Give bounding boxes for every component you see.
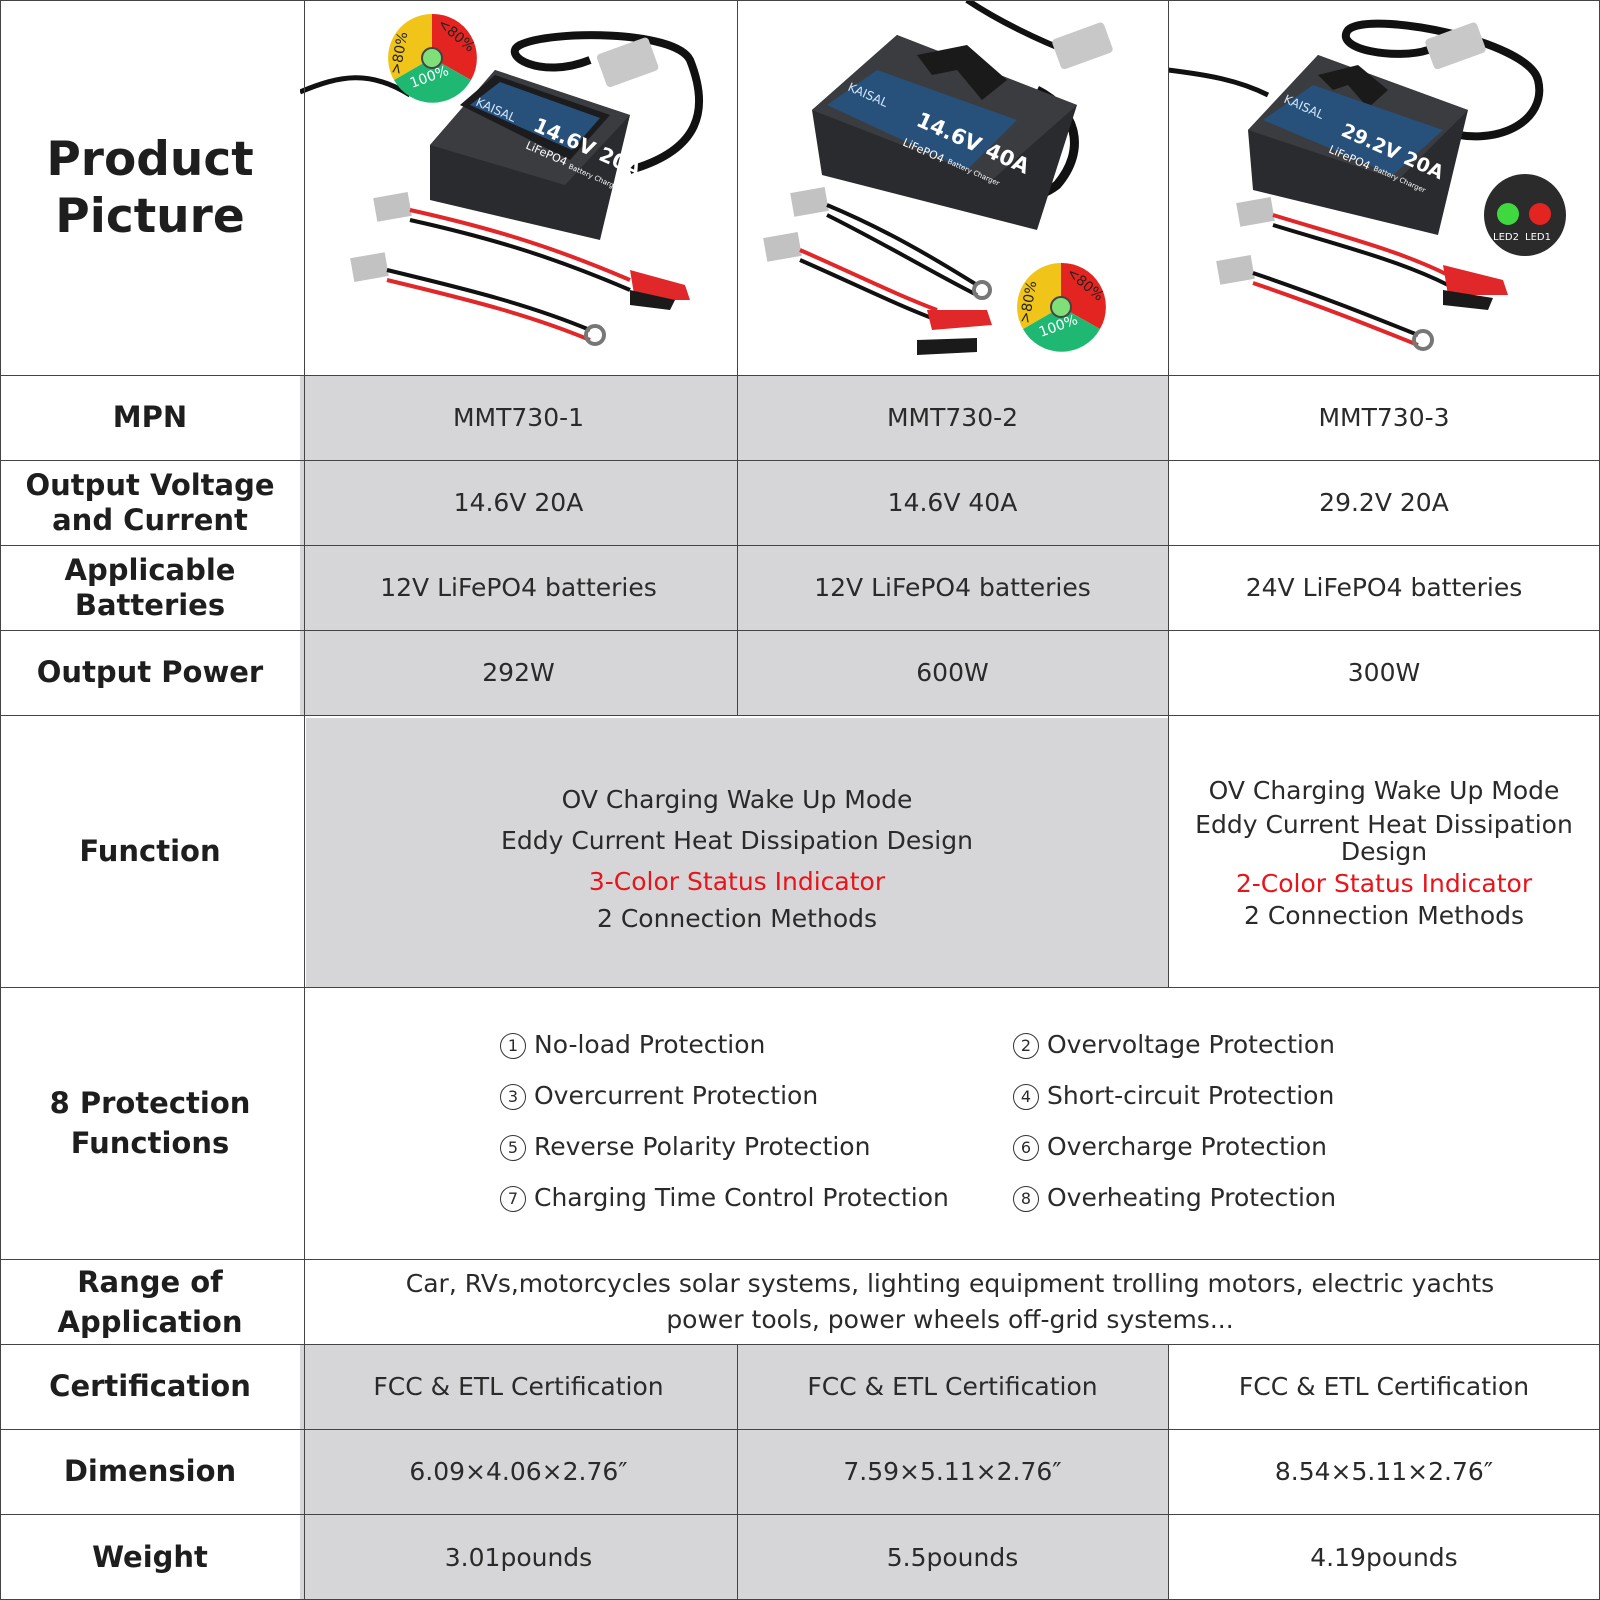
header-line: and Current	[52, 502, 248, 537]
range-line: Car, RVs,motorcycles solar systems, ligh…	[405, 1268, 1495, 1298]
batteries-2: 12V LiFePO4 batteries	[737, 545, 1168, 630]
function-item-highlight: 2-Color Status Indicator	[1235, 868, 1533, 898]
charger-illustration: KAISAL 14.6V 40A LiFePO4 Battery Charger…	[763, 0, 1113, 355]
weight-3: 4.19pounds	[1310, 1542, 1458, 1572]
function-item: 2 Connection Methods	[596, 903, 878, 933]
function-item: 2 Connection Methods	[1243, 900, 1525, 930]
grid-line	[0, 1514, 1600, 1515]
mpn-1: MMT730-1	[300, 375, 737, 460]
function-item: Design	[1340, 836, 1428, 866]
mpn-2: MMT730-2	[737, 375, 1168, 460]
grid-line	[304, 0, 305, 1600]
protection-header: 8 Protection Functions	[0, 987, 300, 1259]
header-line: 8 Protection	[49, 1086, 251, 1120]
grid-line	[0, 0, 1600, 1]
range-line: power tools, power wheels off-grid syste…	[666, 1304, 1234, 1334]
batteries-3: 24V LiFePO4 batteries	[1245, 573, 1523, 602]
power-3: 300W	[1347, 658, 1421, 687]
grid-line	[0, 630, 1600, 631]
grid-line	[0, 545, 1600, 546]
output-voltage-2: 14.6V 40A	[737, 460, 1168, 545]
product-image-3: KAISAL 29.2V 20A LiFePO4 Battery Charger…	[1168, 0, 1600, 375]
charger-illustration: KAISAL 14.6V 20A LiFePO4 Battery Charger…	[300, 13, 704, 346]
header-line: Picture	[55, 188, 245, 244]
grid-line	[1168, 1344, 1169, 1600]
grid-line	[0, 1259, 1600, 1260]
svg-text:>80%: >80%	[388, 31, 411, 76]
certification-header: Certification	[49, 1369, 251, 1403]
dimension-header: Dimension	[63, 1454, 237, 1488]
power-2: 600W	[737, 630, 1168, 715]
svg-text:LED1: LED1	[1525, 232, 1551, 243]
header-line: Applicable	[64, 552, 236, 587]
grid-line	[0, 0, 1, 1600]
function-item: OV Charging Wake Up Mode	[1208, 775, 1560, 805]
applicable-batteries-header: Applicable Batteries	[0, 545, 300, 630]
weight-1: 3.01pounds	[300, 1514, 737, 1600]
header-line: Batteries	[74, 587, 226, 622]
output-voltage-3: 29.2V 20A	[1319, 488, 1449, 517]
function-item: Eddy Current Heat Dissipation	[1195, 809, 1573, 839]
range-header: Range of Application	[0, 1259, 300, 1344]
grid-line	[1168, 0, 1169, 987]
dimension-1: 6.09×4.06×2.76″	[300, 1429, 737, 1514]
certification-1: FCC & ETL Certification	[300, 1344, 737, 1429]
function-item-highlight: 3-Color Status Indicator	[588, 866, 886, 896]
certification-2: FCC & ETL Certification	[737, 1344, 1168, 1429]
led-indicator-icon: LED2 LED1	[1484, 174, 1566, 256]
svg-text:>80%: >80%	[1017, 280, 1040, 325]
header-line: Range of	[77, 1264, 223, 1299]
range-of-application: Car, RVs,motorcycles solar systems, ligh…	[300, 1259, 1600, 1344]
grid-line	[0, 715, 1600, 716]
output-power-header: Output Power	[36, 655, 264, 689]
charger-illustration: KAISAL 29.2V 20A LiFePO4 Battery Charger…	[1168, 19, 1566, 351]
header-line: Output Voltage	[25, 467, 275, 502]
power-1: 292W	[300, 630, 737, 715]
grid-line	[0, 1429, 1600, 1430]
function-header: Function	[79, 833, 221, 868]
function-item: OV Charging Wake Up Mode	[561, 784, 913, 814]
mpn-3: MMT730-3	[1318, 403, 1450, 432]
product-picture-header: Product Picture	[0, 0, 300, 375]
mpn-header: MPN	[112, 400, 188, 434]
header-line: Product	[46, 131, 254, 187]
function-products-1-2: OV Charging Wake Up Mode Eddy Current He…	[306, 718, 1168, 987]
function-item: Eddy Current Heat Dissipation Design	[501, 825, 973, 855]
weight-header: Weight	[92, 1539, 208, 1574]
svg-text:LED2: LED2	[1493, 232, 1519, 243]
output-voltage-1: 14.6V 20A	[300, 460, 737, 545]
grid-line	[737, 0, 738, 715]
grid-line	[0, 987, 1600, 988]
function-product-3: OV Charging Wake Up Mode Eddy Current He…	[1168, 715, 1600, 987]
grid-line	[0, 1344, 1600, 1345]
dimension-2: 7.59×5.11×2.76″	[737, 1429, 1168, 1514]
dimension-3: 8.54×5.11×2.76″	[1274, 1457, 1494, 1486]
header-line: Application	[57, 1304, 243, 1339]
header-line: Functions	[70, 1126, 230, 1160]
product-image-2: KAISAL 14.6V 40A LiFePO4 Battery Charger…	[737, 0, 1168, 375]
status-indicator-icon: >80% <80% 100%	[1017, 262, 1107, 352]
grid-line	[0, 460, 1600, 461]
grid-line	[737, 1344, 738, 1600]
grid-line	[0, 375, 1600, 376]
batteries-1: 12V LiFePO4 batteries	[300, 545, 737, 630]
product-image-1: KAISAL 14.6V 20A LiFePO4 Battery Charger…	[300, 0, 737, 375]
status-indicator-icon: >80% <80% 100%	[388, 13, 478, 103]
weight-2: 5.5pounds	[737, 1514, 1168, 1600]
certification-3: FCC & ETL Certification	[1238, 1372, 1530, 1401]
output-voltage-header: Output Voltage and Current	[0, 460, 300, 545]
